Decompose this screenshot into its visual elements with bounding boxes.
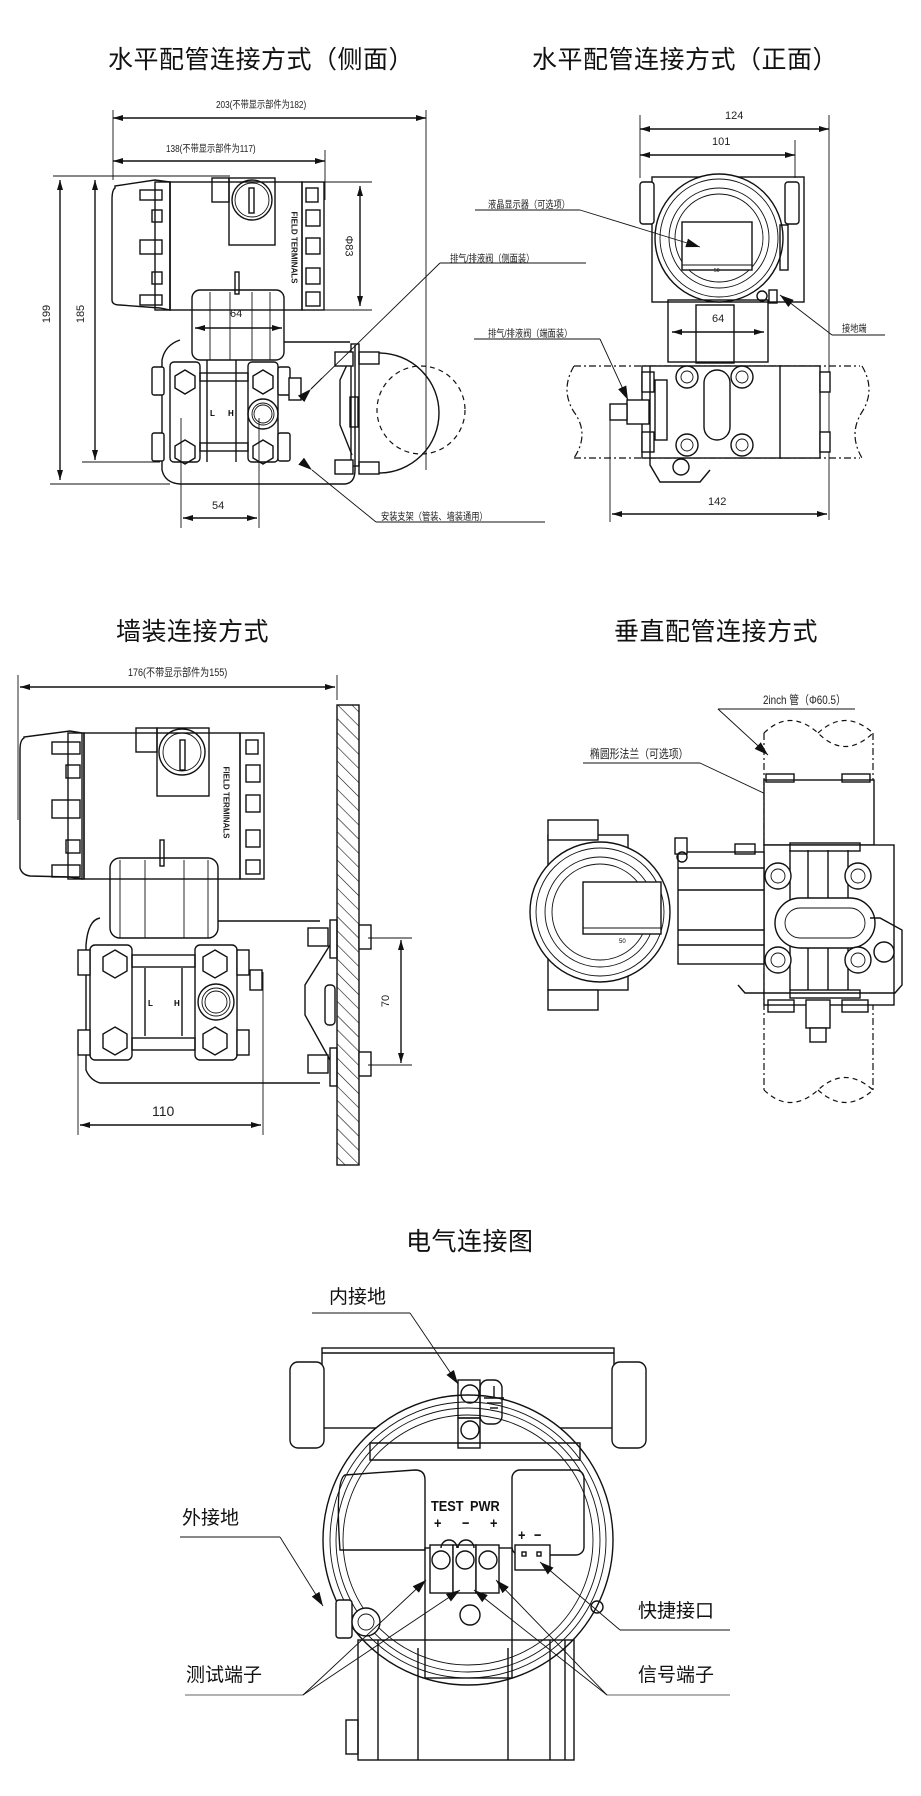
wall-dim-bolt-spacing: 70 — [380, 994, 393, 1008]
svg-text:L: L — [148, 999, 153, 1008]
side-dim-height-body: 185 — [75, 304, 88, 324]
svg-text:L: L — [210, 409, 215, 418]
quick-connect-plus: + — [518, 1527, 526, 1544]
side-housing-label: FIELD TERMINALS — [289, 211, 299, 284]
callout-test-terminal: 测试端子 — [186, 1664, 263, 1686]
terminal-sign-plus-pwr: + — [490, 1515, 498, 1532]
terminal-label-pwr: PWR — [470, 1498, 500, 1515]
wall-view-drawing: L H — [17, 675, 412, 1166]
svg-text:H: H — [174, 999, 180, 1008]
side-dim-diameter: Φ83 — [342, 235, 355, 257]
vertical-callout-pipe: 2inch 管（Φ60.5） — [763, 693, 846, 707]
wall-view-title: 墙装连接方式 — [116, 617, 270, 646]
front-callout-lcd: 液晶显示器（可选项） — [488, 200, 570, 211]
terminal-label-test: TEST — [431, 1498, 464, 1515]
callout-external-ground: 外接地 — [182, 1507, 240, 1529]
side-view-title: 水平配管连接方式（侧面） — [108, 45, 415, 74]
side-dim-flange-spacing: 54 — [212, 500, 225, 512]
electrical-drawing — [180, 1312, 730, 1761]
front-view-title: 水平配管连接方式（正面） — [532, 45, 839, 74]
front-dim-bottom: 142 — [708, 496, 727, 508]
side-callout-bracket: 安装支架（管装、墙装通用） — [381, 512, 488, 523]
terminal-sign-minus: − — [462, 1515, 470, 1532]
callout-signal-terminal: 信号端子 — [638, 1664, 715, 1686]
side-view-drawing: L H — [50, 110, 586, 528]
side-dim-without-display: 138(不带显示部件为117) — [166, 144, 256, 155]
svg-text:H: H — [228, 409, 234, 418]
front-dim-housing: 101 — [712, 136, 731, 148]
callout-internal-ground: 内接地 — [329, 1286, 387, 1308]
side-dim-overall: 203(不带显示部件为182) — [216, 100, 307, 111]
vertical-view-drawing: 50 — [529, 708, 903, 1103]
wall-housing-label: FIELD TERMINALS — [221, 766, 231, 839]
vertical-display-scale: 50 — [619, 939, 626, 945]
front-callout-ground: 接地端 — [842, 324, 867, 335]
callout-quick-connect: 快捷接口 — [638, 1600, 715, 1622]
front-dim-flange: 64 — [712, 313, 725, 325]
wall-dim-width: 110 — [152, 1103, 175, 1119]
vertical-callout-flange: 椭圆形法兰（可选项） — [590, 747, 689, 761]
terminal-sign-plus: + — [434, 1515, 442, 1532]
svg-text:50: 50 — [714, 268, 720, 274]
vertical-view-title: 垂直配管连接方式 — [614, 617, 819, 646]
quick-connect-minus: − — [534, 1527, 542, 1544]
front-callout-vent-end: 排气/排液阀（端面装） — [488, 329, 573, 340]
side-dim-height-total: 199 — [41, 304, 54, 324]
front-dim-overall: 124 — [725, 110, 744, 122]
side-dim-flange-width: 64 — [230, 308, 243, 320]
electrical-title: 电气连接图 — [406, 1227, 534, 1256]
wall-dim-overall: 176(不带显示部件为155) — [128, 667, 228, 679]
front-view-drawing: 50 — [474, 115, 885, 522]
side-callout-vent-side: 排气/排液阀（侧面装） — [450, 254, 535, 265]
